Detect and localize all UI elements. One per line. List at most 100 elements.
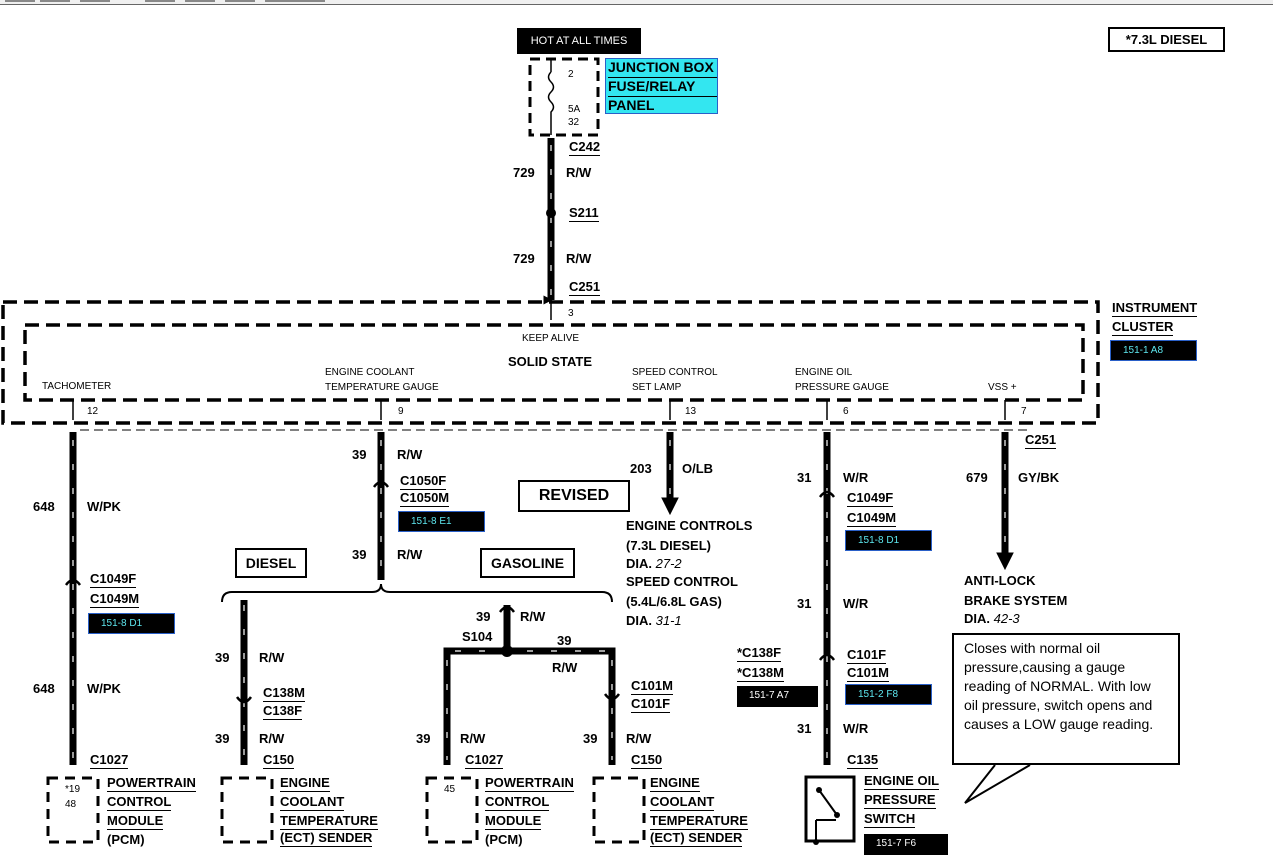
pin-number: 3 — [568, 308, 574, 319]
pcm-label: POWERTRAIN — [485, 775, 574, 792]
wire-color: R/W — [566, 251, 592, 266]
engine-note: *7.3L DIESEL — [1108, 27, 1225, 52]
dia-label: DIA. — [964, 611, 990, 626]
diagram-link[interactable]: 27-2 — [655, 556, 682, 571]
connector-c1027: C1027 — [90, 752, 129, 769]
connector-c135: C135 — [847, 752, 879, 769]
instrument-cluster-label: CLUSTER — [1112, 319, 1174, 336]
connector-c242: C242 — [569, 139, 601, 156]
circuit-number: 39 — [583, 731, 598, 746]
pcm-label: MODULE — [107, 813, 164, 830]
circuit-number: 729 — [513, 165, 535, 180]
connector-ref-link[interactable]: 151-7 A7 — [737, 686, 818, 707]
toolbar-button[interactable] — [5, 0, 35, 2]
engine-controls-label: ENGINE CONTROLS — [626, 518, 753, 533]
output-label-speed-control: SPEED CONTROL — [632, 367, 718, 378]
wire-color: GY/BK — [1018, 470, 1060, 485]
connector-c138f: *C138F — [737, 645, 782, 662]
connector-c101m: C101M — [631, 678, 673, 695]
circuit-number: 648 — [33, 499, 55, 514]
connector-c1050m: C1050M — [400, 490, 450, 507]
pin-number: 7 — [1021, 406, 1027, 417]
dia-label: DIA. — [626, 556, 652, 571]
connector-c1049m: C1049M — [847, 510, 897, 527]
wire-color: W/R — [843, 721, 869, 736]
circuit-number: 31 — [797, 721, 812, 736]
toolbar-button[interactable] — [225, 0, 255, 2]
wire-color: W/PK — [87, 499, 121, 514]
wire-color: R/W — [397, 547, 423, 562]
wire-color: R/W — [626, 731, 652, 746]
ect-box-outline — [220, 776, 274, 844]
connector-c1049m: C1049M — [90, 591, 140, 608]
splice-s211-dot — [546, 208, 556, 218]
circuit-number: 203 — [630, 461, 652, 476]
pcm-gas-box-outline — [425, 776, 479, 844]
toolbar-button[interactable] — [80, 0, 110, 2]
oil-switch-box-outline — [804, 775, 856, 843]
toolbar-button[interactable] — [185, 0, 215, 2]
connector-c251: C251 — [1025, 432, 1057, 449]
circuit-number: 39 — [416, 731, 431, 746]
circuit-number: 39 — [352, 547, 367, 562]
wire-color: R/W — [259, 731, 285, 746]
diagram-link[interactable]: 42-3 — [993, 611, 1020, 626]
cluster-inner-outline — [23, 323, 1085, 402]
gasoline-label: GASOLINE — [480, 548, 575, 578]
wire-color: W/PK — [87, 681, 121, 696]
pcm-label: CONTROL — [107, 794, 172, 811]
connector-c1049f: C1049F — [90, 571, 137, 588]
connector-c1050f: C1050F — [400, 473, 447, 490]
connector-c101m: C101M — [847, 665, 889, 682]
pin-number: 48 — [65, 799, 77, 810]
pcm-label: CONTROL — [485, 794, 550, 811]
hot-at-all-times-label: HOT AT ALL TIMES — [517, 28, 641, 54]
oil-switch-label: SWITCH — [864, 811, 916, 828]
connector-c150: C150 — [631, 752, 663, 769]
connector-ref-link[interactable]: 151-8 D1 — [845, 530, 932, 551]
connector-c101f: C101F — [847, 647, 887, 664]
wire-39-gas-split — [443, 647, 616, 765]
toolbar-button[interactable] — [265, 0, 325, 2]
connector-ref-link[interactable]: 151-8 E1 — [398, 511, 485, 532]
wire-color: O/LB — [682, 461, 714, 476]
connector-ref-link[interactable]: 151-2 F8 — [845, 684, 932, 705]
ect-sender-label: (ECT) SENDER — [280, 830, 373, 847]
connector-c150: C150 — [263, 752, 295, 769]
circuit-number: 39 — [352, 447, 367, 462]
wire-color: W/R — [843, 596, 869, 611]
ect-sender-label: COOLANT — [650, 794, 715, 811]
wire-color: W/R — [843, 470, 869, 485]
wire-color: R/W — [520, 609, 546, 624]
connector-c1027: C1027 — [465, 752, 504, 769]
oil-switch-label: ENGINE OIL — [864, 773, 940, 790]
connector-c1049f: C1049F — [847, 490, 894, 507]
fuse-pin-top: 2 — [568, 69, 574, 80]
wire-color: R/W — [566, 165, 592, 180]
cluster-ref-link[interactable]: 151-1 A8 — [1110, 340, 1197, 361]
fuse-box-outline — [528, 57, 600, 137]
junction-box-label[interactable]: JUNCTION BOX FUSE/RELAY PANEL — [605, 58, 718, 114]
connector-c138m: C138M — [263, 685, 305, 702]
toolbar-button[interactable] — [145, 0, 175, 2]
speed-control-label: (5.4L/6.8L GAS) — [626, 594, 722, 609]
arrow-abs — [996, 552, 1014, 571]
connector-ref-link[interactable]: 151-8 D1 — [88, 613, 175, 634]
diagram-link[interactable]: 31-1 — [655, 613, 682, 628]
oil-switch-callout: Closes with normal oil pressure,causing … — [952, 633, 1180, 765]
connector-c101f: C101F — [631, 696, 671, 713]
connector-c138m: *C138M — [737, 665, 784, 682]
revised-label: REVISED — [518, 480, 630, 512]
pcm-label: POWERTRAIN — [107, 775, 196, 792]
dia-label: DIA. — [626, 613, 652, 628]
fuse-icon — [547, 60, 555, 135]
engine-controls-label: (7.3L DIESEL) — [626, 538, 712, 553]
component-ref-link[interactable]: 151-7 F6 — [864, 834, 948, 855]
toolbar-button[interactable] — [40, 0, 70, 2]
splice-s211: S211 — [569, 205, 599, 222]
pin-number: 12 — [87, 406, 99, 417]
output-label-tachometer: TACHOMETER — [42, 381, 112, 392]
pin-number: 9 — [398, 406, 404, 417]
switch-icon — [815, 789, 838, 842]
abs-label: BRAKE SYSTEM — [964, 593, 1068, 608]
